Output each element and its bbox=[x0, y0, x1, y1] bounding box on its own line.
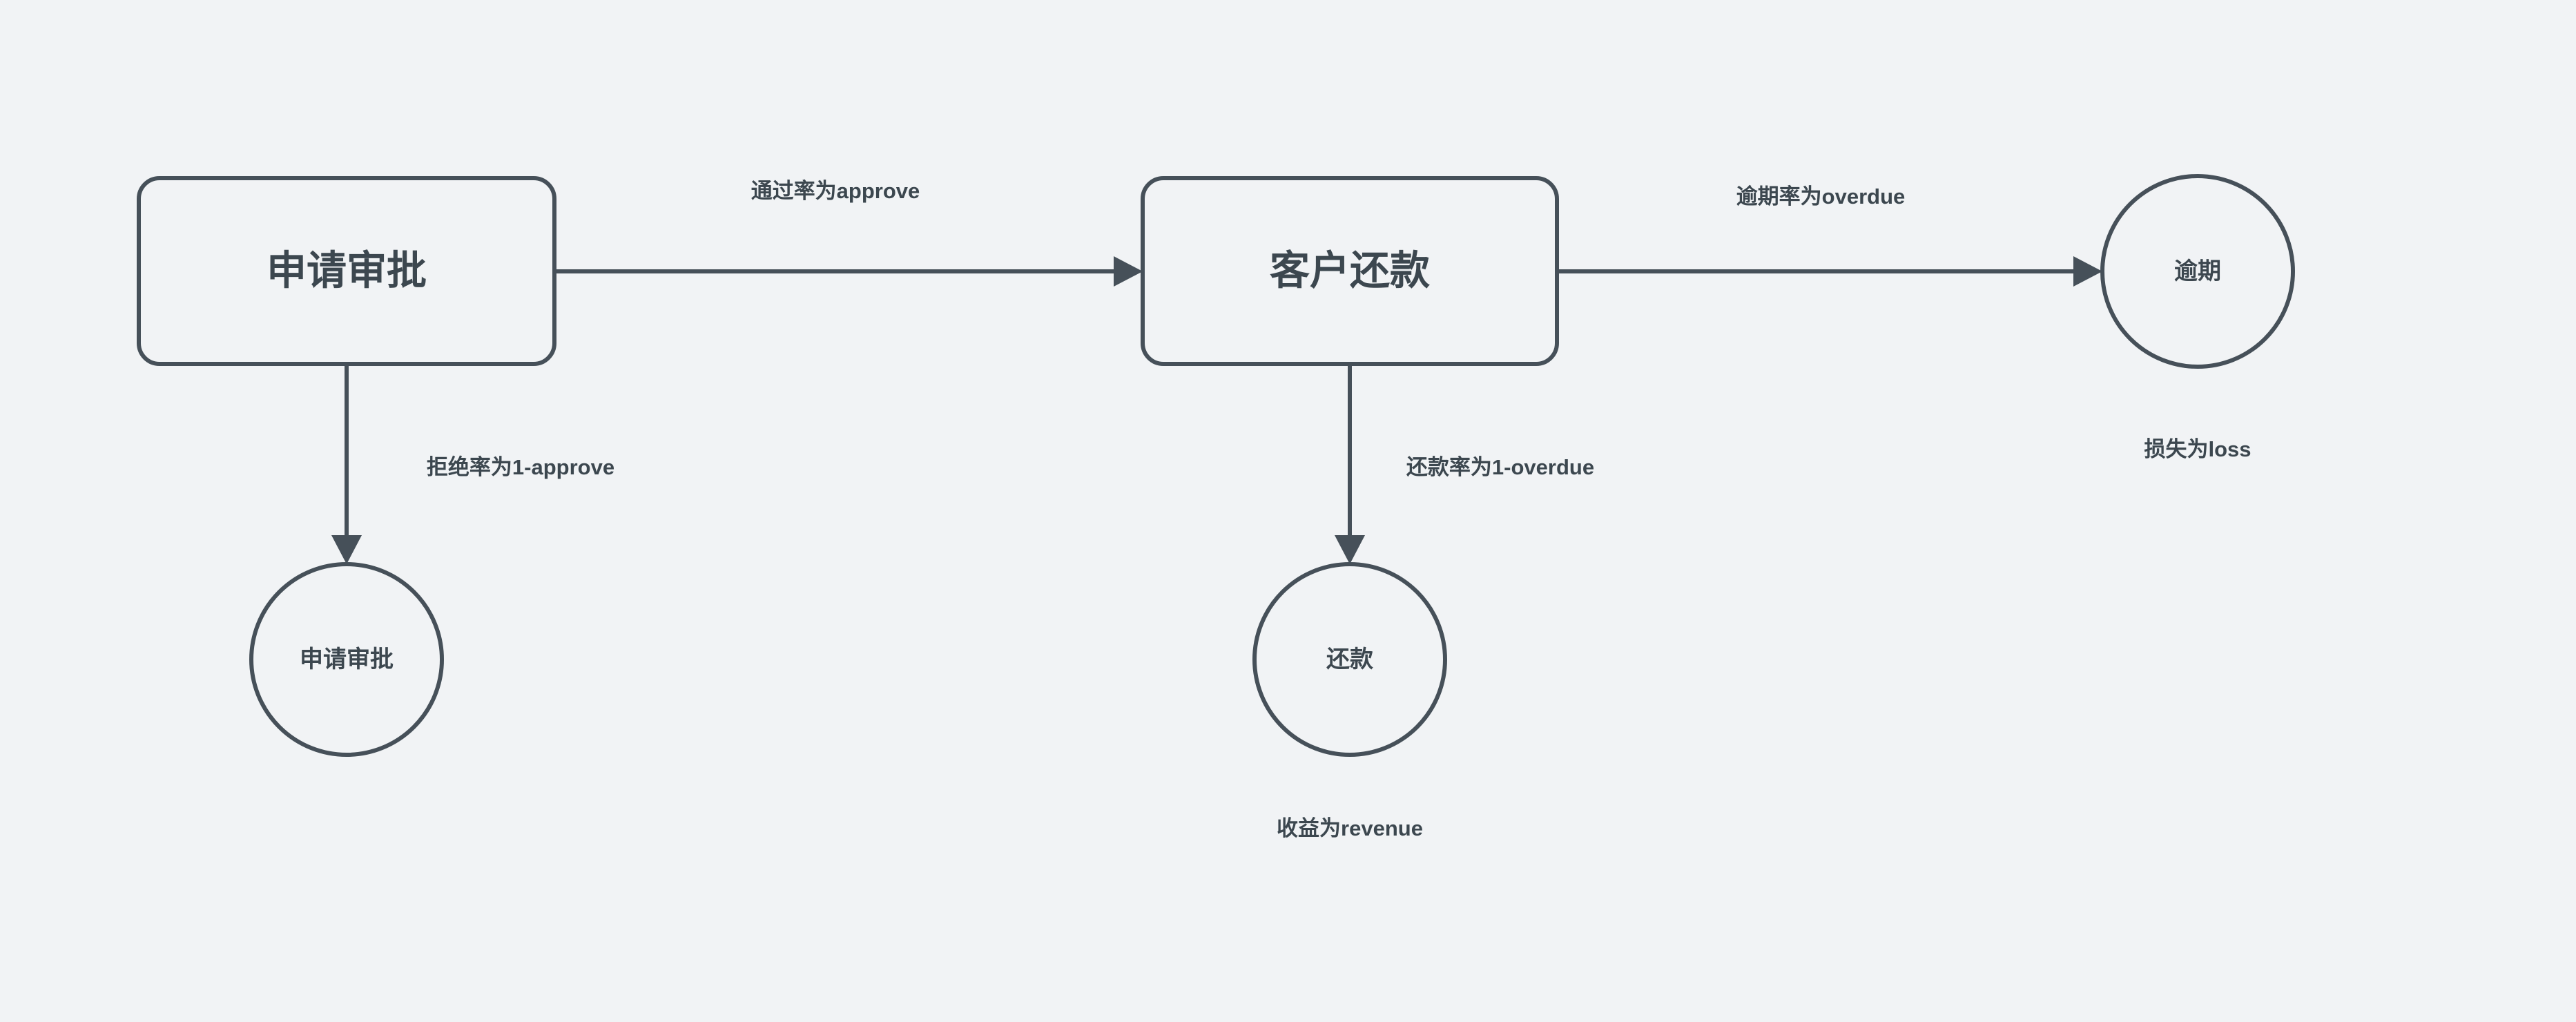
edge-repay-label: 还款率为1-overdue bbox=[1406, 455, 1594, 479]
node-customer-repayment-shape bbox=[1141, 176, 1559, 366]
node-customer-repayment[interactable]: 客户还款 bbox=[1141, 176, 1559, 366]
node-customer-repayment-label: 客户还款 bbox=[1270, 248, 1430, 293]
node-overdue[interactable]: 逾期 bbox=[2100, 174, 2295, 369]
node-application-approval-shape bbox=[137, 176, 556, 366]
edge-reject-label: 拒绝率为1-approve bbox=[427, 455, 614, 479]
edge-repay[interactable]: 还款率为1-overdue bbox=[1335, 363, 1594, 564]
node-repayment[interactable]: 还款 bbox=[1252, 562, 1447, 757]
node-overdue-shape bbox=[2100, 174, 2295, 369]
edge-approve-arrowhead bbox=[1114, 256, 1143, 287]
edge-approve[interactable]: 通过率为approve bbox=[554, 179, 1143, 287]
node-repayment-label: 还款 bbox=[1326, 646, 1373, 673]
caption-loss: 损失为loss bbox=[2144, 437, 2251, 461]
node-overdue-label: 逾期 bbox=[2174, 258, 2221, 285]
node-rejected-shape bbox=[249, 562, 444, 757]
edge-repay-arrowhead bbox=[1335, 535, 1365, 564]
edge-reject-arrowhead bbox=[331, 535, 362, 564]
caption-revenue: 收益为revenue bbox=[1277, 816, 1423, 840]
edge-approve-label: 通过率为approve bbox=[751, 179, 920, 203]
node-rejected[interactable]: 申请审批 bbox=[249, 562, 444, 757]
node-application-approval-label: 申请审批 bbox=[267, 248, 427, 293]
edge-overdue-arrowhead bbox=[2073, 256, 2102, 287]
edge-reject[interactable]: 拒绝率为1-approve bbox=[331, 363, 614, 564]
edge-overdue-label: 逾期率为overdue bbox=[1736, 184, 1906, 209]
node-rejected-label: 申请审批 bbox=[300, 646, 394, 673]
node-application-approval[interactable]: 申请审批 bbox=[137, 176, 556, 366]
edge-overdue[interactable]: 逾期率为overdue bbox=[1557, 184, 2102, 287]
node-repayment-shape bbox=[1252, 562, 1447, 757]
